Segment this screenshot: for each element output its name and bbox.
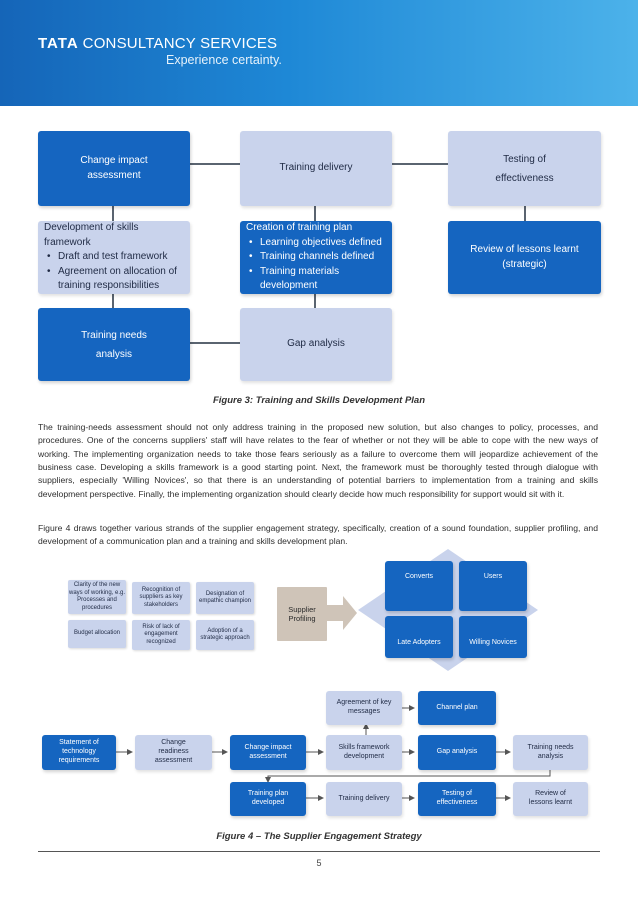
fig4-willing-novices-label: Willing Novices [469,639,517,647]
fig4-recognition: Recognition of suppliers as key stakehol… [132,582,190,614]
fig4-plan-label: Training plan developed [247,790,289,806]
fig4-adoption: Adoption of a strategic approach [196,620,254,650]
fig4-skills: Skills framework development [326,735,402,770]
fig4-skills-label: Skills framework development [338,743,390,760]
connector-skills-needs [112,294,114,308]
fig4-agreement-label: Agreement of key messages [336,699,392,715]
box-training-delivery-label: Training delivery [279,162,353,174]
box-change-impact: Change impact assessment [38,131,190,206]
fig4-channel-plan: Channel plan [418,691,496,725]
fig4-delivery-label: Training delivery [338,794,390,802]
figure4-caption: Figure 4 – The Supplier Engagement Strat… [216,831,422,842]
fig4-converts-label: Converts [404,573,433,580]
fig4-readiness: Change readiness assessment [135,735,212,770]
plan-item: Learning objectives defined [246,236,386,251]
logo-brand-rest: CONSULTANCY SERVICES [82,35,278,52]
fig4-statement: Statement of technology requirements [42,735,116,770]
fig4-review: Review of lessons learnt [513,782,588,816]
fig4-needs-label: Training needs analysis [527,743,574,760]
box-training-needs: Training needs analysis [38,308,190,381]
figure3-caption: Figure 3: Training and Skills Developmen… [212,395,426,406]
fig4-needs: Training needs analysis [513,735,588,770]
fig4-plan: Training plan developed [230,782,306,816]
box-training-plan: Creation of training plan Learning objec… [240,221,392,294]
fig4-clarity: Clarity of the new ways of working, e.g.… [68,580,126,614]
box-testing: Testing of effectiveness [448,131,601,206]
fig4-late-adopters-label: Late Adopters [397,639,441,647]
box-review: Review of lessons learnt (strategic) [448,221,601,294]
plan-item: Training materials development [246,265,386,294]
fig4-quadrant-users: Users [459,561,527,611]
box-review-label: Review of lessons learnt (strategic) [470,244,579,270]
fig4-quadrant-converts: Converts [385,561,453,611]
connector-delivery-testing [392,163,448,165]
plan-list: Learning objectives defined Training cha… [246,236,386,294]
skills-list: Draft and test framework Agreement on al… [44,250,184,294]
box-skills-framework: Development of skills framework Draft an… [38,221,190,294]
body-paragraph-1: The training-needs assessment should not… [38,422,598,499]
fig4-risk: Risk of lack of engagement recognized [132,620,190,650]
box-training-delivery: Training delivery [240,131,392,206]
connector-delivery-plan [314,206,316,222]
connector-impact-delivery [190,163,240,165]
footer-divider [38,851,600,852]
box-training-needs-label: Training needs analysis [81,329,147,360]
connector-testing-review [524,206,526,222]
connector-needs-gap [190,342,240,344]
fig4-profiling-arrow [327,596,357,630]
fig4-quadrant-willing-novices: Willing Novices [459,616,527,658]
fig4-channel-plan-label: Channel plan [436,703,478,711]
skills-title: Development of skills framework [44,222,139,248]
fig4-agreement: Agreement of key messages [326,691,402,725]
plan-item: Training channels defined [246,250,386,265]
fig4-impact-label: Change impact assessment [244,743,292,760]
fig4-delivery: Training delivery [326,782,402,816]
skills-item: Draft and test framework [44,250,184,265]
fig4-testing-label: Testing of effectiveness [436,790,478,806]
fig4-supplier-profiling: Supplier Profiling [277,587,327,641]
box-gap-analysis-label: Gap analysis [287,338,345,350]
connector-impact-skills [112,206,114,222]
fig4-statement-label: Statement of technology requirements [58,739,100,764]
fig4-quadrant-late-adopters: Late Adopters [385,616,453,658]
fig4-review-label: Review of lessons learnt [528,790,573,806]
fig4-gap: Gap analysis [418,735,496,770]
body-paragraph-2: Figure 4 draws together various strands … [38,523,598,547]
box-change-impact-label: Change impact assessment [80,155,148,181]
plan-title: Creation of training plan [246,222,353,234]
page-number: 5 [316,858,322,868]
fig4-supplier-profiling-label: Supplier Profiling [288,604,316,623]
fig4-users-label: Users [483,573,503,580]
logo-brand: TATA [38,35,79,52]
connector-plan-gap [314,294,316,308]
tagline: Experience certainty. [166,53,282,67]
fig4-testing: Testing of effectiveness [418,782,496,816]
fig4-flow-arrows [116,705,551,801]
skills-item: Agreement on allocation of training resp… [44,265,184,294]
fig4-budget: Budget allocation [68,620,126,648]
fig4-designation: Designation of empathic champion [196,582,254,614]
box-testing-label: Testing of effectiveness [495,153,554,184]
fig4-gap-label: Gap analysis [436,748,478,756]
fig4-readiness-label: Change readiness assessment [154,739,193,764]
fig4-impact: Change impact assessment [230,735,306,770]
box-gap-analysis: Gap analysis [240,308,392,381]
